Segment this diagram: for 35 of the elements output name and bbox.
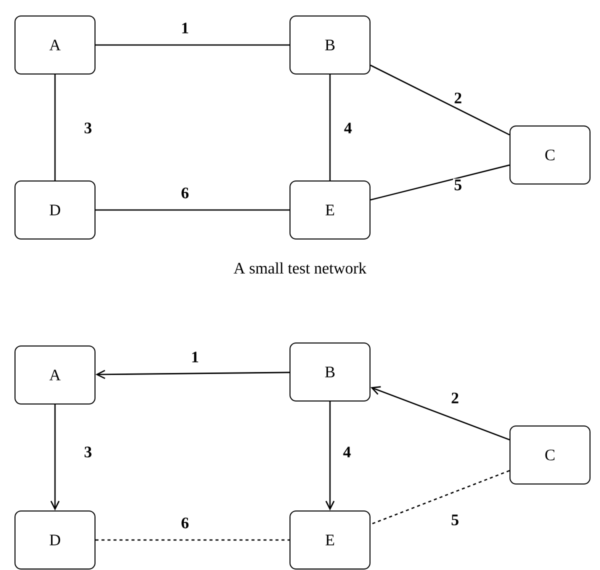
connector xyxy=(96,539,290,541)
node-box: B xyxy=(290,342,370,402)
node-box: C xyxy=(510,426,590,484)
edge-label: 5 xyxy=(453,178,463,192)
edge-label: 1 xyxy=(180,22,190,34)
connector xyxy=(370,164,510,200)
node-box: E xyxy=(290,180,370,240)
connector xyxy=(370,386,510,440)
node-box: A xyxy=(14,346,96,404)
edge-label: 2 xyxy=(453,92,463,104)
edge-label: 5 xyxy=(450,514,460,526)
edge-label: 1 xyxy=(190,350,200,364)
connector xyxy=(54,74,56,180)
node-box: E xyxy=(290,510,370,570)
connector xyxy=(96,209,290,211)
edge-label: 4 xyxy=(343,122,353,134)
node-box: B xyxy=(290,16,370,74)
edge-label: 6 xyxy=(180,516,190,530)
connector xyxy=(329,74,331,180)
connector xyxy=(370,470,510,525)
connector xyxy=(96,370,290,380)
node-box: D xyxy=(14,180,96,240)
node-box: D xyxy=(14,510,96,570)
edge-label: 6 xyxy=(180,186,190,200)
connector xyxy=(325,402,335,510)
edge-label: 4 xyxy=(342,446,352,458)
edge-label: 3 xyxy=(83,122,93,134)
edge-label: 2 xyxy=(450,392,460,404)
node-box: A xyxy=(14,16,96,74)
connector xyxy=(96,44,290,46)
node-box: C xyxy=(510,126,590,184)
edge-label: 3 xyxy=(83,446,93,458)
connector xyxy=(370,64,510,136)
connector xyxy=(50,404,60,510)
caption: A small test network xyxy=(234,262,366,274)
